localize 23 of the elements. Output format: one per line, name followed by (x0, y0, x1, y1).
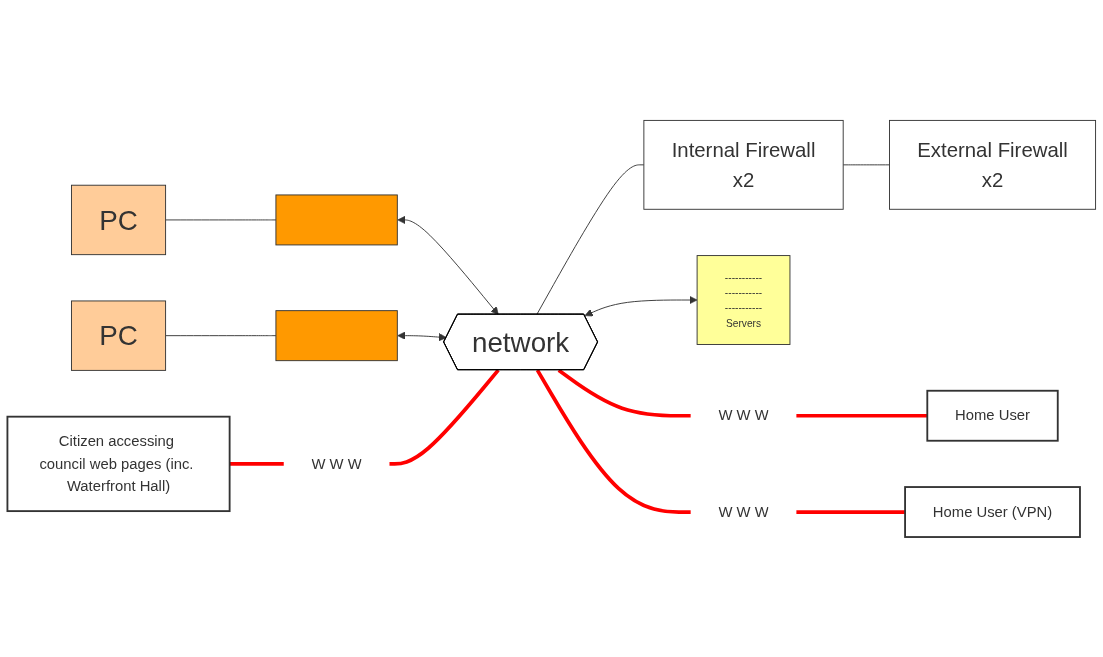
connector (796, 413, 928, 418)
node-text: W W W (718, 503, 769, 520)
node-box: External Firewall x2 (889, 119, 1097, 210)
connector (535, 369, 691, 514)
node-text: W W W (718, 407, 769, 423)
node-box: Home User (926, 389, 1059, 442)
node-bar (275, 310, 398, 361)
node-box: ----------- ----------- ----------- Servers (696, 254, 791, 345)
node-box: Home User (VPN) (904, 485, 1081, 538)
connector (229, 461, 284, 466)
connector (165, 219, 277, 221)
node-box: PC (71, 184, 167, 255)
connector (796, 509, 906, 514)
node-text: W W W (311, 455, 362, 472)
node-box: Citizen accessing council web pages (inc. Waterfront Hall) (6, 415, 231, 512)
node-box: Internal Firewall x2 (643, 119, 844, 210)
node-bar (275, 194, 398, 246)
connector (536, 164, 645, 315)
connector (842, 164, 890, 166)
connector (165, 334, 277, 336)
connector (557, 368, 691, 418)
node-box: PC (71, 300, 167, 371)
connector (389, 368, 500, 466)
